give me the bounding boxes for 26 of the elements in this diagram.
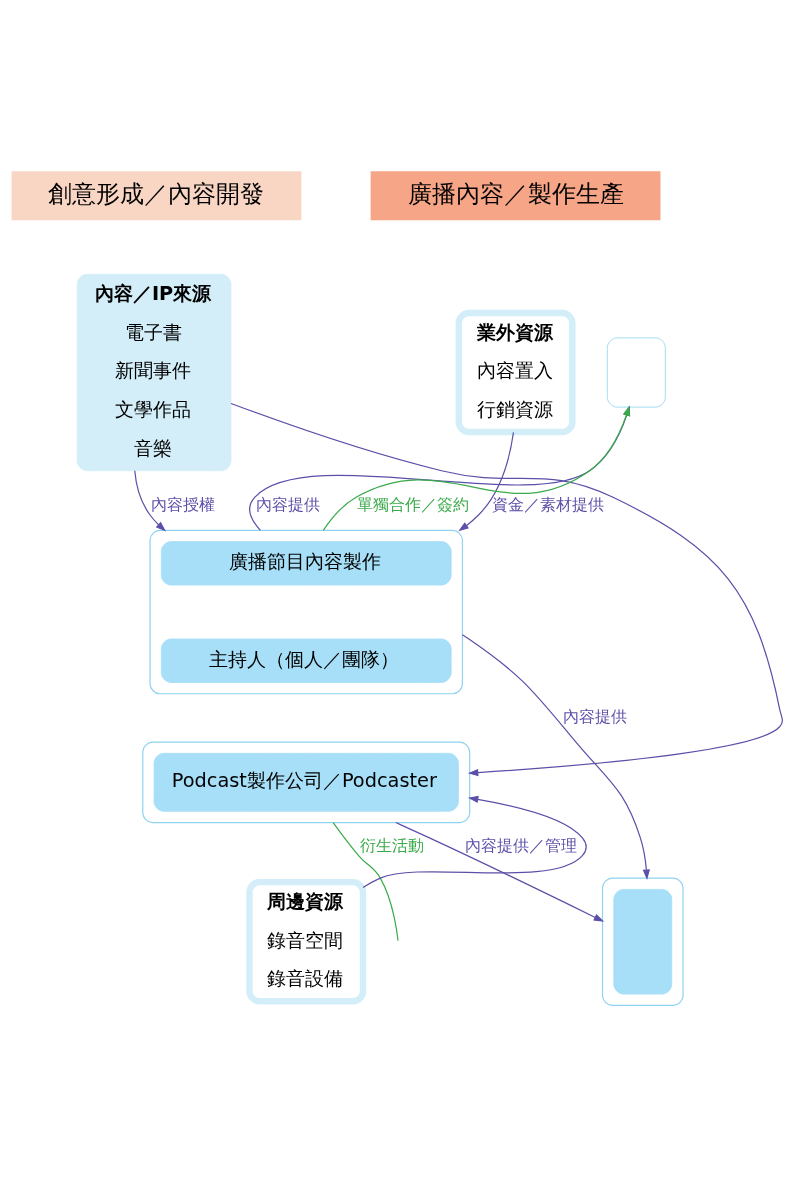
cluster	[601, 877, 684, 1006]
edge-label: 衍生活動	[359, 835, 424, 855]
cluster	[142, 740, 471, 823]
node-box: 周邊資源 錄音空間 錄音設備	[246, 878, 367, 1005]
edge-label: 內容提供	[255, 494, 320, 514]
arrow	[134, 469, 167, 532]
label: 創意形成／內容開發	[48, 179, 265, 208]
edge-label: 資金／素材提供	[491, 494, 604, 514]
node-box: 業外資源 內容置入 行銷資源	[455, 309, 576, 435]
edge-label: 單獨合作／簽約	[357, 494, 470, 514]
node-box	[606, 336, 666, 408]
arrow	[458, 431, 515, 531]
node-box: Podcast製作公司／Podcaster	[153, 752, 459, 812]
edge-label: 內容授權	[151, 494, 216, 514]
arrow	[362, 795, 587, 888]
arrow	[461, 633, 650, 880]
node-box: 主持人（個人／團隊）	[160, 638, 452, 683]
cluster	[149, 529, 464, 694]
node-box: 內容／IP來源 電子書 新聞事件 文學作品 音樂	[76, 273, 232, 471]
node-box: 廣播節目內容製作	[160, 540, 452, 585]
edge-label: 內容提供／管理	[465, 835, 578, 855]
edge-label: 內容提供	[563, 706, 628, 726]
arrow	[395, 821, 605, 922]
node-box	[613, 888, 673, 994]
connector	[332, 821, 399, 941]
label: 廣播內容／製作生產	[407, 179, 624, 208]
